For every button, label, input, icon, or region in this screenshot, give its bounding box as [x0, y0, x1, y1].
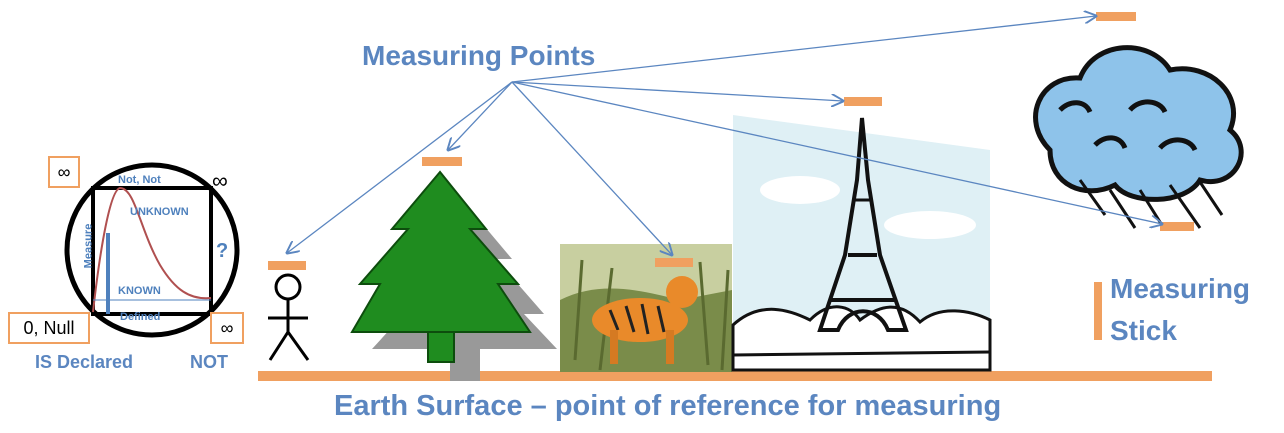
not-label: NOT: [190, 352, 228, 372]
measuring-points-label: Measuring Points: [362, 40, 596, 71]
rain-cloud-icon: [1033, 45, 1244, 231]
infinity-top-right-text: ∞: [212, 168, 228, 193]
measuring-point-tiger: [655, 258, 693, 267]
known-label: KNOWN: [118, 285, 161, 297]
measure-label: Measure: [82, 223, 95, 269]
infinity-bottom-right-box: ∞: [210, 312, 244, 344]
infinity-top-left-text: ∞: [57, 162, 71, 182]
not-not-label: Not, Not: [118, 174, 161, 186]
eiffel-tower-picture: [731, 115, 992, 372]
measuring-arrows: [287, 16, 1162, 255]
tiger-picture: [560, 244, 732, 372]
earth-surface-bar: [258, 371, 1212, 381]
infinity-top-left-box: ∞: [48, 156, 80, 188]
measuring-point-cloud-top: [1096, 12, 1136, 21]
stick-figure-icon: [268, 273, 310, 361]
is-declared-label: IS Declared: [35, 352, 134, 372]
measuring-stick-icon: [1094, 282, 1102, 340]
measuring-stick-label: Measuring Stick: [1110, 268, 1250, 352]
tree-icon: [350, 170, 557, 381]
earth-surface-label: Earth Surface – point of reference for m…: [334, 390, 1002, 422]
measuring-stick-label-line1: Measuring: [1110, 273, 1251, 304]
measuring-point-cloud-bottom: [1160, 222, 1194, 231]
measuring-point-person: [268, 261, 306, 270]
zero-null-box: 0, Null: [8, 312, 90, 344]
unknown-label: UNKNOWN: [130, 206, 189, 218]
defined-label: Defined: [120, 311, 161, 323]
measuring-point-tree: [422, 157, 462, 166]
state-circle-diagram: [64, 162, 240, 338]
measuring-point-tower: [844, 97, 882, 106]
measuring-stick-label-line2: Stick: [1110, 315, 1177, 346]
infinity-bottom-right-text: ∞: [220, 318, 234, 338]
zero-null-text: 0, Null: [23, 318, 75, 338]
question-label: ?: [216, 240, 229, 262]
